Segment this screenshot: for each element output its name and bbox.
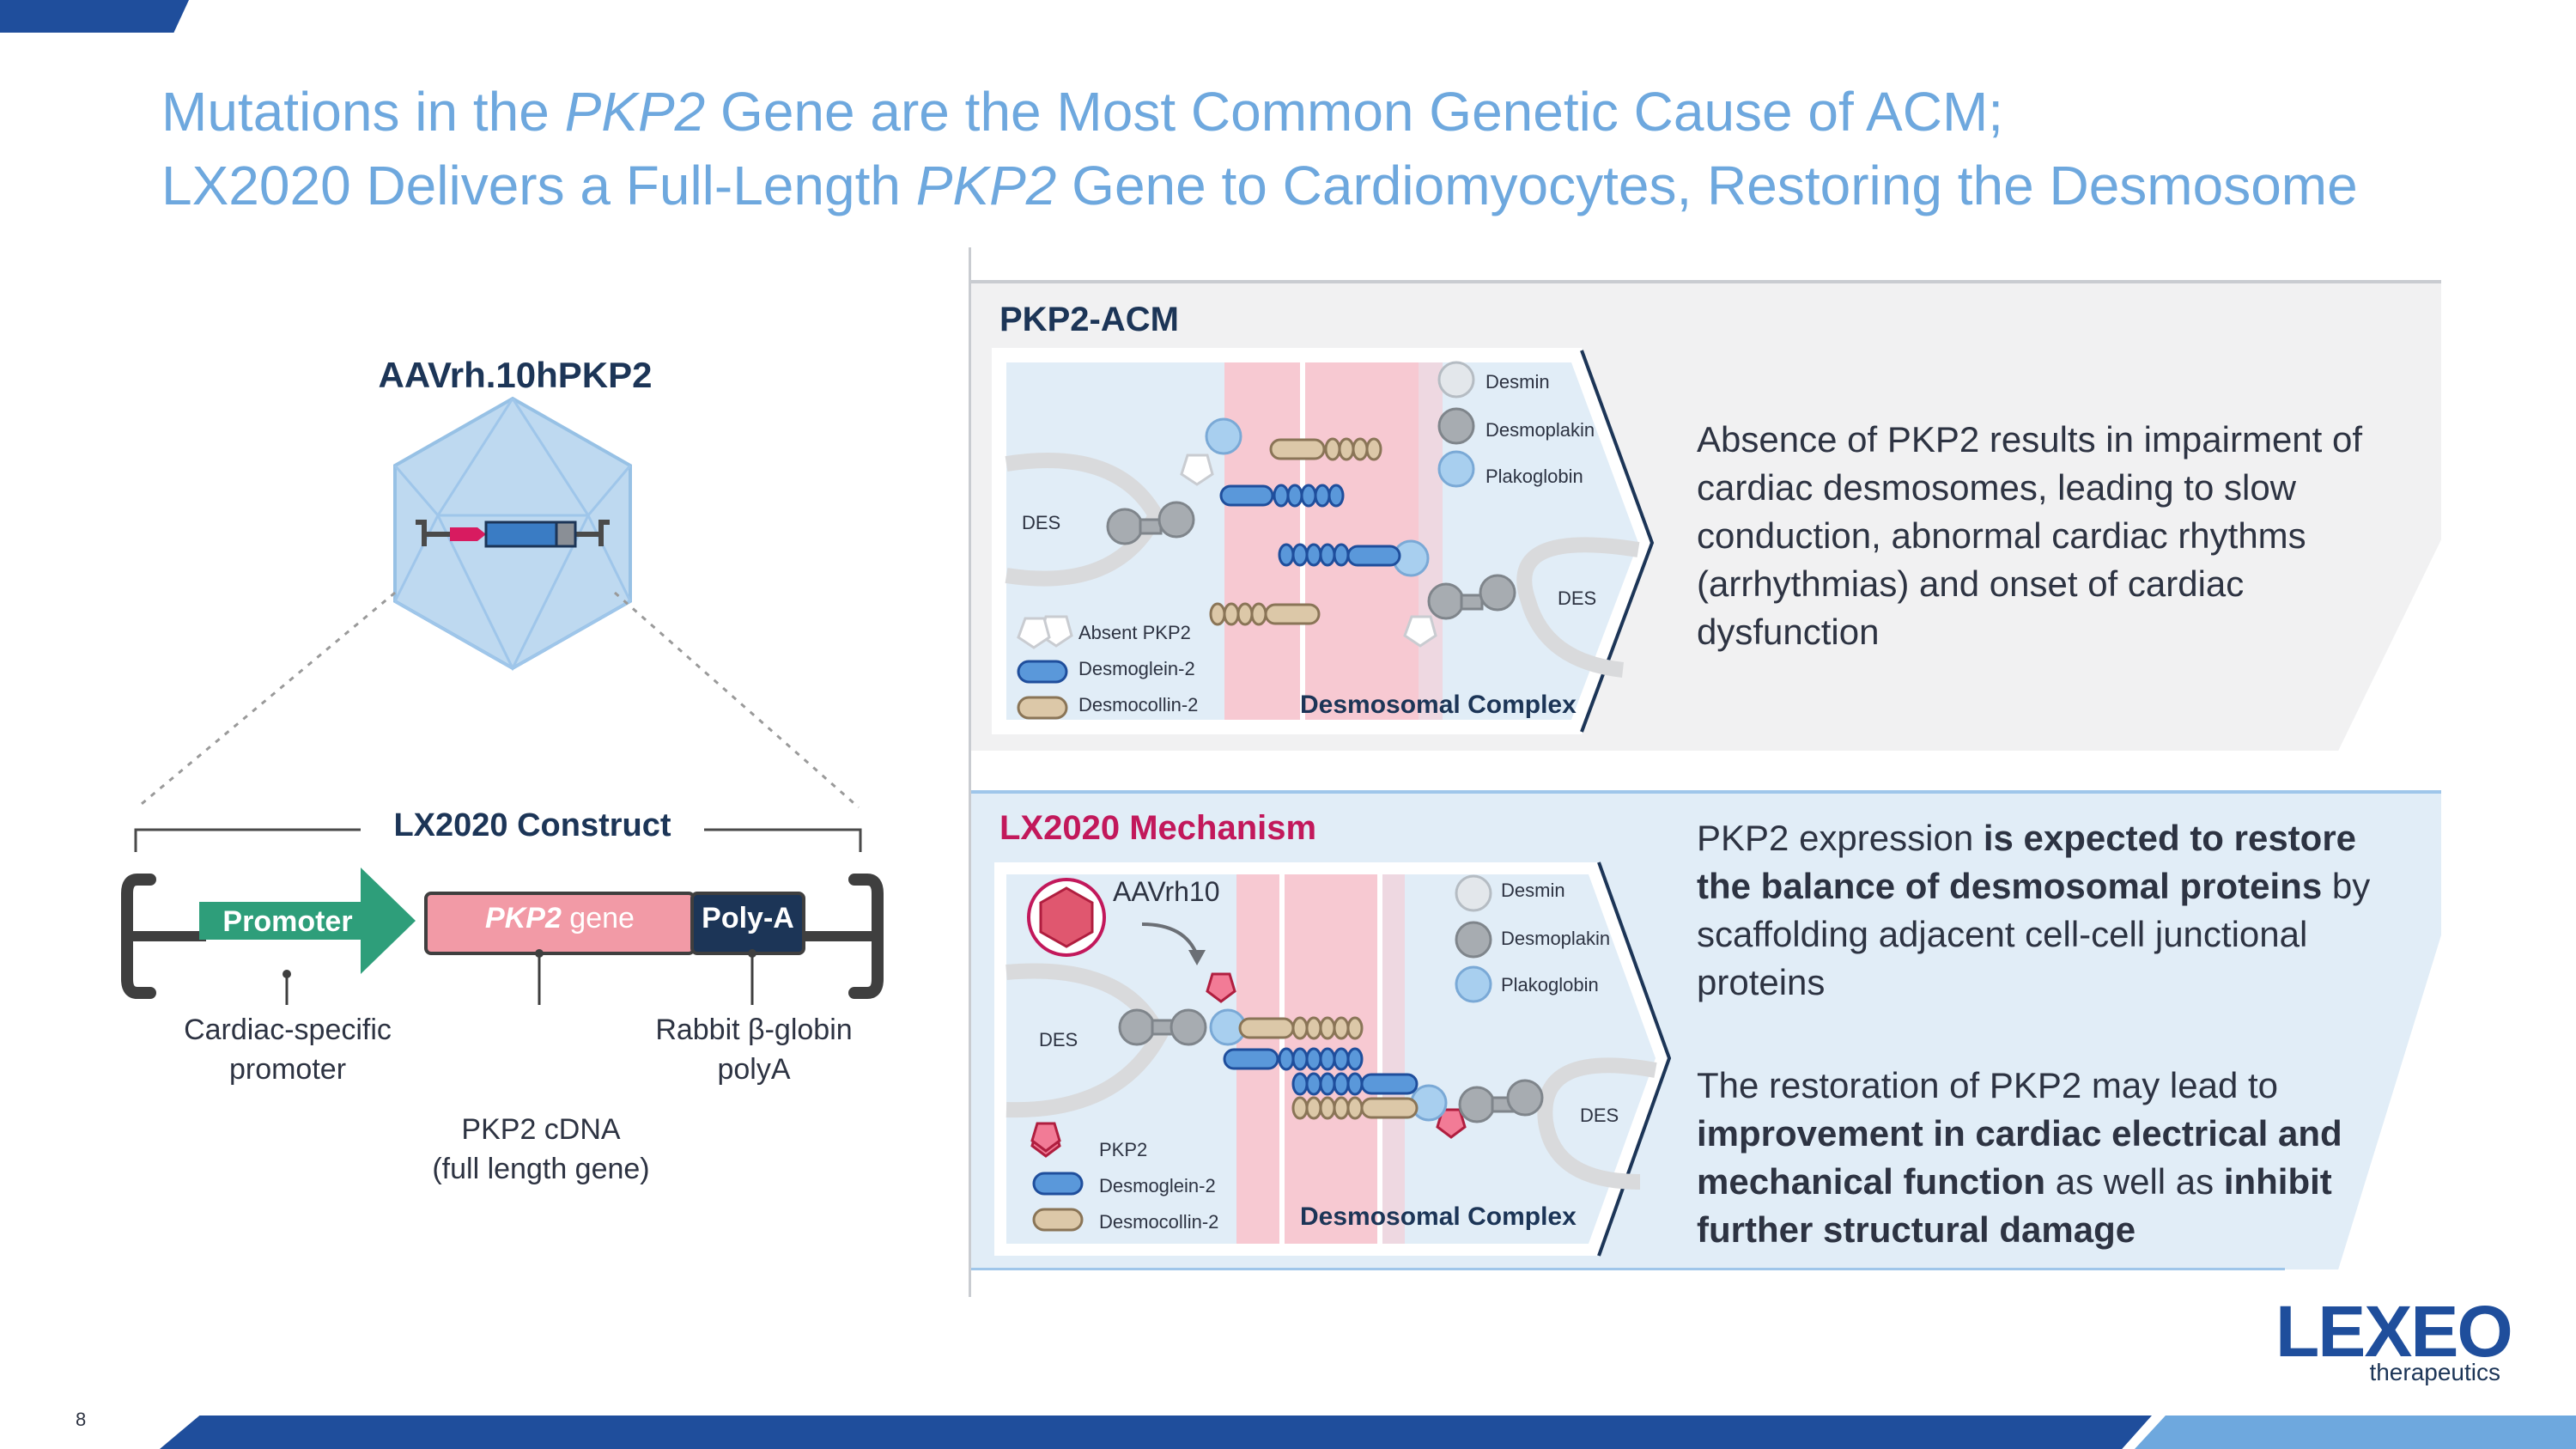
footer-bar-light [2135, 1416, 2576, 1449]
acm-legend-plakoglobin: Plakoglobin [1485, 466, 1583, 487]
pkp2-gene-label: PKP2 gene [485, 902, 635, 935]
mech-des-right: DES [1580, 1105, 1619, 1126]
mechanism-panel-bottom-rule [971, 1268, 2285, 1270]
polya-label: Poly-A [702, 902, 794, 935]
acm-desmosome-illustration [992, 348, 1655, 734]
mech-legend-desmocollin: Desmocollin-2 [1099, 1211, 1219, 1233]
cdna-description: PKP2 cDNA(full length gene) [432, 1113, 650, 1185]
footer-bar-dark [160, 1416, 2152, 1449]
acm-des-right: DES [1558, 588, 1597, 609]
aav-capsid-illustration [137, 396, 860, 809]
acm-legend-desmocollin: Desmocollin-2 [1078, 694, 1199, 715]
page-title-line-1: Mutations in the PKP2 Gene are the Most … [161, 81, 2004, 143]
mech-legend-plakoglobin: Plakoglobin [1501, 974, 1599, 995]
logo: LEXEO therapeutics [2275, 1291, 2513, 1385]
mechanism-desmosome-illustration [994, 861, 1672, 1257]
acm-legend-desmoglein: Desmoglein-2 [1078, 658, 1195, 679]
mechanism-panel-top-rule [971, 790, 2441, 794]
mechanism-heading: LX2020 Mechanism [999, 809, 1317, 847]
mech-complex-label: Desmosomal Complex [1300, 1202, 1577, 1231]
promoter-label: Promoter [222, 905, 353, 938]
acm-legend-desmoplakin: Desmoplakin [1485, 419, 1595, 441]
acm-complex-label: Desmosomal Complex [1300, 691, 1577, 719]
acm-panel-top-rule [971, 280, 2441, 283]
page-number: 8 [76, 1409, 87, 1430]
acm-heading: PKP2-ACM [999, 301, 1179, 338]
acm-description: Absence of PKP2 results in impairment of… [1697, 419, 2363, 652]
mech-legend-desmoplakin: Desmoplakin [1501, 928, 1611, 949]
construct-diagram [121, 868, 884, 1005]
vertical-divider [969, 247, 971, 1297]
acm-legend-absent-pkp2: Absent PKP2 [1078, 622, 1191, 643]
mech-des-left: DES [1039, 1029, 1078, 1050]
aav-label: AAVrh10 [1113, 876, 1220, 907]
mechanism-description-2: The restoration of PKP2 may lead to impr… [1697, 1065, 2342, 1250]
top-accent-bar [0, 0, 189, 33]
acm-legend-desmin: Desmin [1485, 371, 1550, 393]
mechanism-description-1: PKP2 expression is expected to restore t… [1697, 818, 2371, 1002]
mech-legend-pkp2: PKP2 [1099, 1139, 1148, 1160]
mech-legend-desmoglein: Desmoglein-2 [1099, 1175, 1216, 1196]
mech-legend-desmin: Desmin [1501, 880, 1565, 901]
construct-bracket [134, 828, 862, 852]
vector-name: AAVrh.10hPKP2 [378, 355, 653, 395]
acm-des-left: DES [1022, 512, 1061, 533]
construct-title: LX2020 Construct [393, 807, 671, 843]
logo-subtitle: therapeutics [2369, 1359, 2500, 1385]
logo-wordmark: LEXEO [2275, 1291, 2513, 1372]
page-title-line-2: LX2020 Delivers a Full-Length PKP2 Gene … [161, 155, 2358, 216]
